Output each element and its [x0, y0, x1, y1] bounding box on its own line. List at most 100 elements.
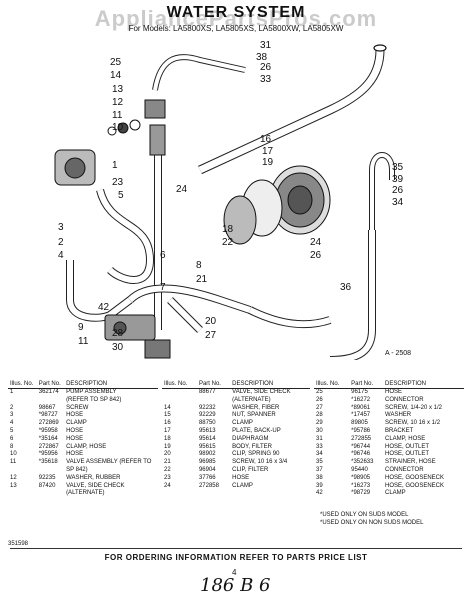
- description-cell: DIAPHRAGM: [232, 435, 269, 442]
- illus-no-cell: 2: [10, 404, 14, 411]
- callout-1: 1: [112, 160, 118, 171]
- part-no-cell: 272869: [38, 420, 59, 427]
- part-no-cell: 92229: [198, 412, 216, 419]
- handwritten-note: 186 B 6: [200, 575, 271, 596]
- callout-11: 11: [112, 110, 123, 121]
- callout-38: 38: [256, 52, 268, 63]
- callout-30: 30: [112, 342, 124, 353]
- table-row: 37 95440 CONNECTOR: [314, 467, 464, 475]
- callout-31: 31: [260, 40, 272, 51]
- description-cell: STRAINER, HOSE: [385, 459, 436, 466]
- callout-33: 33: [260, 74, 272, 85]
- illus-no-cell: 8: [10, 443, 14, 450]
- callout-18: 18: [222, 224, 234, 235]
- callout-3: 3: [58, 222, 64, 233]
- description-cell: BODY, FILTER: [232, 443, 272, 450]
- header-description: DESCRIPTION: [64, 380, 158, 389]
- callout-34: 34: [392, 197, 404, 208]
- callout-10: 10: [112, 122, 124, 133]
- header-part-no: Part No.: [196, 380, 231, 389]
- illus-no-cell: 12: [10, 474, 17, 481]
- figure-reference: A - 2508: [385, 350, 412, 357]
- illus-no-cell: 11: [10, 459, 17, 466]
- callout-21: 21: [196, 274, 208, 285]
- part-no-cell: 89805: [351, 420, 368, 427]
- table-row: 12 92235 WASHER, RUBBER: [8, 475, 158, 483]
- document-code: 351598: [8, 541, 29, 547]
- part-no-cell: *17457: [351, 412, 371, 419]
- illus-no-cell: 14: [164, 404, 171, 411]
- part-no-cell: 362174: [38, 389, 59, 395]
- callout-23: 23: [112, 177, 124, 188]
- illus-no-cell: 26: [316, 396, 323, 403]
- part-no-cell: 95440: [351, 466, 368, 473]
- part-no-cell: *16272: [351, 396, 371, 403]
- part-no-cell: *35164: [38, 435, 58, 442]
- note-suds-model: *USED ONLY ON SUDS MODEL: [320, 512, 409, 518]
- illus-no-cell: 3: [10, 412, 14, 419]
- part-no-cell: *89061: [351, 404, 371, 411]
- page-number: 4: [232, 568, 237, 577]
- description-cell: WASHER, RUBBER: [66, 474, 121, 481]
- illus-no-cell: 37: [316, 466, 323, 473]
- description-cell: CLAMP: [232, 420, 253, 427]
- footer-divider: [10, 548, 462, 549]
- header-part-no: Part No.: [36, 380, 65, 389]
- description-cell: HOSE: [66, 451, 84, 458]
- part-no-cell: 87420: [38, 482, 56, 489]
- description-cell: HOSE, GOOSENECK: [385, 474, 445, 481]
- illus-no-cell: 10: [10, 451, 17, 458]
- illus-no-cell: 30: [316, 427, 323, 434]
- description-cell: CLAMP, HOSE: [385, 435, 426, 442]
- callout-5: 5: [118, 190, 124, 201]
- description-cell: CLAMP: [66, 420, 87, 427]
- callout-26b: 26: [392, 185, 404, 196]
- illus-no-cell: 13: [10, 482, 17, 489]
- description-cell: SCREW: [66, 404, 89, 411]
- ordering-info: FOR ORDERING INFORMATION REFER TO PARTS …: [104, 553, 368, 562]
- description-cell: CONNECTOR: [385, 466, 424, 473]
- description-cell: CLIP, FILTER: [232, 466, 269, 473]
- description-cell: PUMP ASSEMBLY (REFER TO SP 842): [66, 389, 122, 403]
- callout-28: 28: [112, 328, 124, 339]
- illus-no-cell: 17: [164, 427, 171, 434]
- callout-2: 2: [58, 237, 64, 248]
- callout-4: 4: [58, 250, 64, 261]
- illus-no-cell: 6: [10, 435, 14, 442]
- description-cell: HOSE: [232, 474, 250, 481]
- illus-no-cell: 42: [316, 490, 323, 497]
- callout-27: 27: [205, 330, 217, 341]
- description-cell: CLIP, SPRING 90: [232, 451, 280, 458]
- part-no-cell: 95614: [198, 435, 216, 442]
- description-cell: SCREW, 10 16 x 3/4: [232, 459, 288, 466]
- part-no-cell: 92235: [38, 474, 56, 481]
- part-no-cell: 96175: [351, 389, 368, 395]
- description-cell: CLAMP: [232, 482, 253, 489]
- callout-35: 35: [392, 162, 404, 173]
- illus-no-cell: 28: [316, 412, 323, 419]
- description-cell: VALVE ASSEMBLY (REFER TO SP 842): [66, 459, 152, 473]
- callout-26c: 26: [310, 250, 322, 261]
- illus-no-cell: 24: [164, 482, 171, 489]
- description-cell: HOSE: [66, 412, 84, 419]
- callout-7: 7: [160, 282, 166, 293]
- callout-12: 12: [112, 97, 124, 108]
